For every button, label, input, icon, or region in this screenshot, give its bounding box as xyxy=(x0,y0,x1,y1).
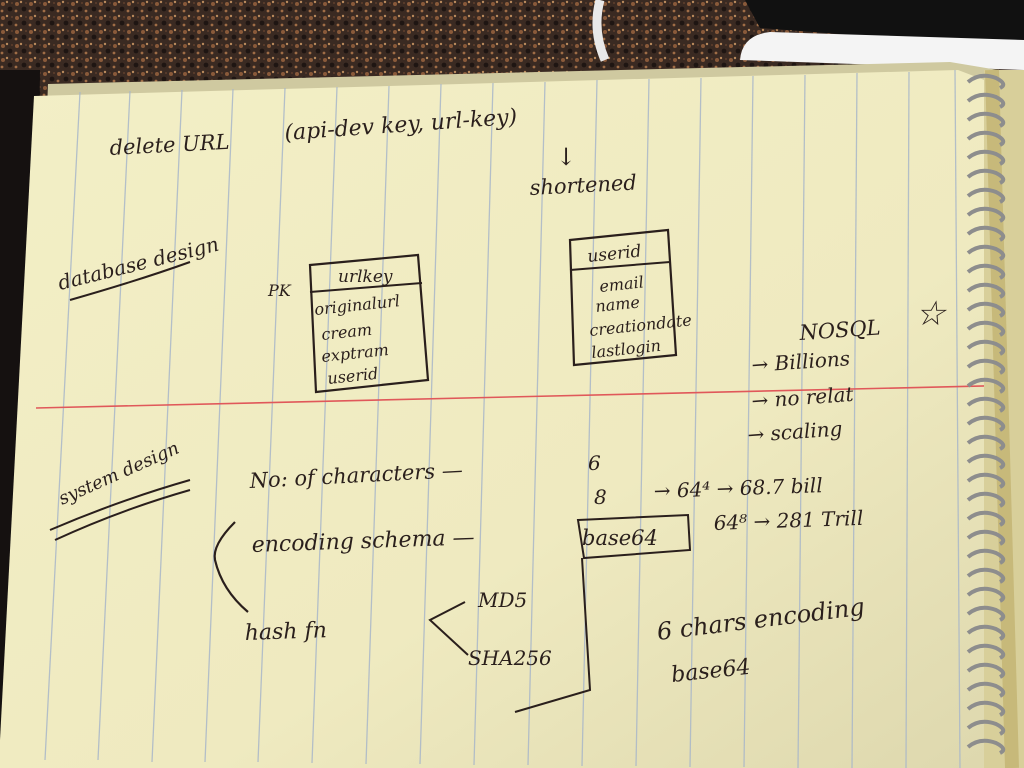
spiral-ring xyxy=(966,472,1006,489)
spiral-ring xyxy=(966,320,1006,337)
spiral-ring xyxy=(966,263,1006,280)
user-table-field: email xyxy=(598,272,644,296)
spiral-ring xyxy=(966,415,1006,432)
chars-value: 8 xyxy=(594,485,607,509)
user-table-field: name xyxy=(594,292,640,316)
spiral-ring xyxy=(966,719,1006,736)
ruled-lines xyxy=(44,69,961,768)
nosql-title: NOSQL xyxy=(798,315,882,345)
spiral-ring xyxy=(966,244,1006,261)
url-table-box xyxy=(308,253,430,394)
spiral-ring xyxy=(966,377,1006,394)
spiral-ring xyxy=(966,282,1006,299)
spiral-ring xyxy=(966,301,1006,318)
spiral-ring xyxy=(966,681,1006,698)
spiral-ring xyxy=(966,643,1006,660)
spiral-ring xyxy=(966,92,1006,109)
spiral-ring xyxy=(966,130,1006,147)
user-table-box xyxy=(568,228,678,367)
hash-line: hash fn xyxy=(244,618,327,646)
spiral-ring xyxy=(966,605,1006,622)
margin-line xyxy=(35,384,1024,409)
spiral-ring xyxy=(966,187,1006,204)
spiral-ring xyxy=(966,453,1006,470)
spiral-ring xyxy=(966,491,1006,508)
laptop-corner xyxy=(745,0,1024,48)
spiral-ring xyxy=(966,339,1006,356)
pk-label: PK xyxy=(267,281,292,300)
spiral-ring xyxy=(966,529,1006,546)
spiral-ring xyxy=(966,700,1006,717)
spiral-ring xyxy=(966,434,1006,451)
hash-option: MD5 xyxy=(477,588,527,612)
spiral-ring xyxy=(966,358,1006,375)
spiral-ring xyxy=(966,567,1006,584)
spiral-ring xyxy=(966,662,1006,679)
spiral-ring xyxy=(966,586,1006,603)
spiral-ring xyxy=(966,225,1006,242)
white-device xyxy=(740,32,1024,70)
hash-option: SHA256 xyxy=(468,646,552,670)
spiral-rings xyxy=(966,73,1006,755)
spiral-ring xyxy=(966,206,1006,223)
chars-value: 6 xyxy=(588,451,601,475)
power-line: → 64⁴ → 68.7 bill xyxy=(653,473,823,503)
spiral-ring xyxy=(966,168,1006,185)
shortened-text: shortened xyxy=(529,170,637,200)
spiral-ring xyxy=(966,73,1006,90)
star-icon: ☆ xyxy=(915,294,948,334)
spiral-ring xyxy=(966,548,1006,565)
spiral-ring xyxy=(966,149,1006,166)
encoding-value: base64 xyxy=(582,526,658,550)
spiral-ring xyxy=(966,111,1006,128)
cable xyxy=(592,0,610,62)
url-table-pk: urlkey xyxy=(338,267,393,287)
power-line: 64⁸ → 281 Trill xyxy=(713,506,863,535)
spiral-ring xyxy=(966,510,1006,527)
spiral-ring xyxy=(966,738,1006,755)
spiral-ring xyxy=(966,396,1006,413)
down-arrow: ↓ xyxy=(556,143,576,171)
spiral-ring xyxy=(966,624,1006,641)
notebook-page xyxy=(0,70,1024,768)
